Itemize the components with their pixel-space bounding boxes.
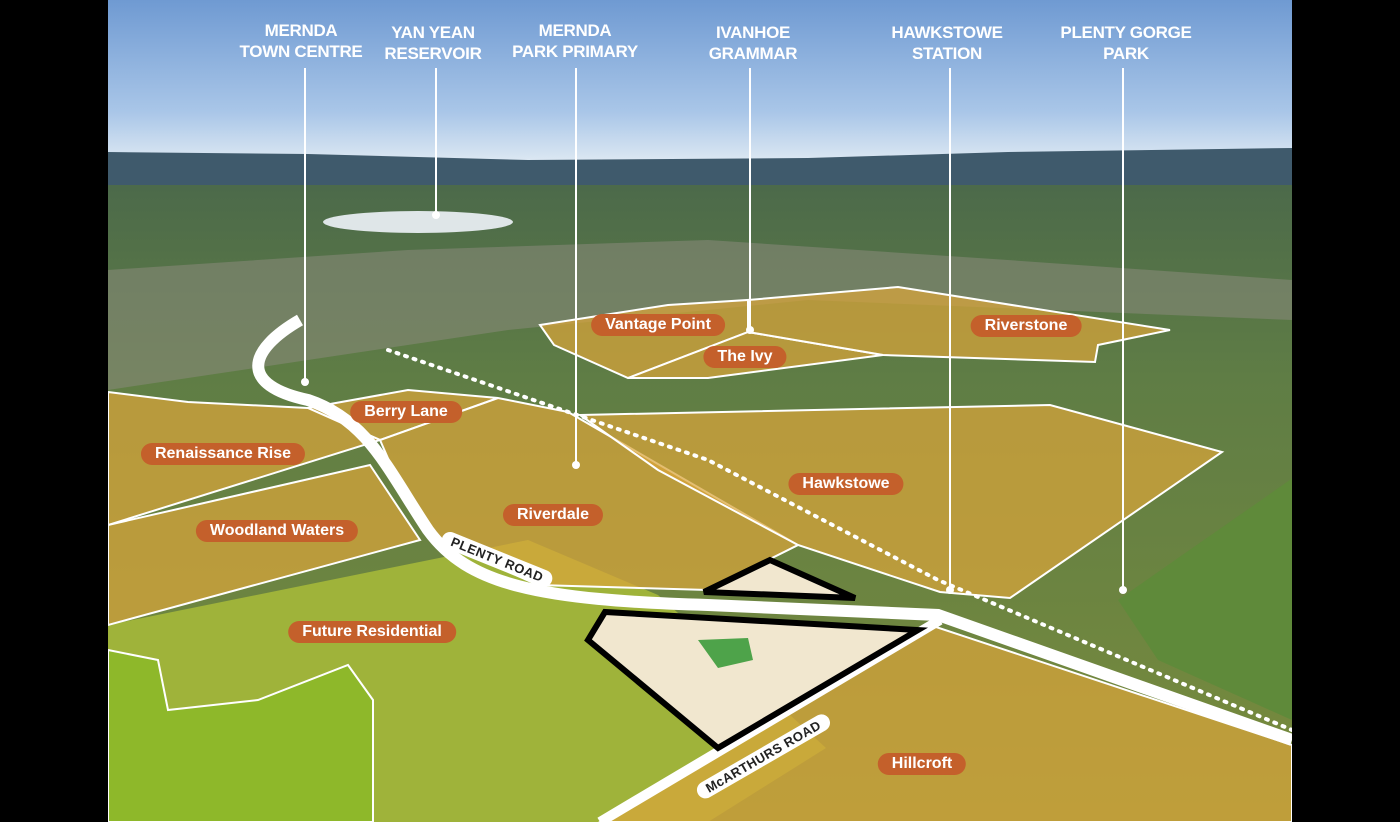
estate-label-berry-lane[interactable]: Berry Lane xyxy=(350,401,462,423)
poi-label: STATION xyxy=(912,44,982,63)
site-plan-main[interactable] xyxy=(584,608,929,752)
estate-label-the-ivy[interactable]: The Ivy xyxy=(703,346,787,368)
poi-label: MERNDA xyxy=(538,21,612,40)
poi-ivanhoe-grammar: IVANHOE GRAMMAR xyxy=(709,22,798,64)
poi-mernda-park-primary: MERNDA PARK PRIMARY xyxy=(512,20,638,62)
callout-dot xyxy=(432,211,440,219)
site-plan-north[interactable] xyxy=(702,556,857,601)
poi-label: HAWKSTOWE xyxy=(891,23,1003,42)
callout-dot xyxy=(301,378,309,386)
estate-label-hillcroft[interactable]: Hillcroft xyxy=(877,753,967,775)
poi-mernda-town-centre: MERNDA TOWN CENTRE xyxy=(240,20,363,62)
reservoir xyxy=(323,211,513,233)
poi-label: MERNDA xyxy=(264,21,338,40)
poi-label: IVANHOE xyxy=(715,23,791,42)
callout-dot xyxy=(1119,586,1127,594)
poi-hawkstowe-station: HAWKSTOWE STATION xyxy=(891,22,1003,64)
park-area xyxy=(108,648,374,822)
estate-woodland-waters xyxy=(108,463,422,627)
suburbs xyxy=(108,240,1292,390)
estate-label-hawkstowe[interactable]: Hawkstowe xyxy=(788,473,904,495)
estate-label-renaissance-rise[interactable]: Renaissance Rise xyxy=(140,443,306,465)
estate-label-riverdale[interactable]: Riverdale xyxy=(502,504,604,526)
map-artwork xyxy=(108,0,1292,822)
callout-dot xyxy=(946,586,954,594)
poi-label: TOWN CENTRE xyxy=(239,42,363,61)
poi-label: RESERVOIR xyxy=(384,44,482,63)
poi-label: GRAMMAR xyxy=(708,44,798,63)
estate-label-woodland-waters[interactable]: Woodland Waters xyxy=(195,520,359,542)
map-canvas: MERNDA TOWN CENTRE YAN YEAN RESERVOIR MERN… xyxy=(108,0,1292,822)
plenty-gorge-green xyxy=(1118,470,1292,720)
poi-plenty-gorge-park: PLENTY GORGE PARK xyxy=(1060,22,1191,64)
estate-label-vantage-point[interactable]: Vantage Point xyxy=(591,314,725,336)
callout-dot xyxy=(572,461,580,469)
poi-yan-yean-reservoir: YAN YEAN RESERVOIR xyxy=(384,22,481,64)
site-plan-park xyxy=(698,638,753,668)
poi-label: YAN YEAN xyxy=(391,23,475,42)
poi-label: PARK PRIMARY xyxy=(512,42,638,61)
poi-label: PLENTY GORGE xyxy=(1060,23,1192,42)
poi-label: PARK xyxy=(1103,44,1149,63)
rail-line xyxy=(386,348,1292,732)
callout-dot xyxy=(746,326,754,334)
plenty-road-line xyxy=(252,314,1292,746)
estate-riverstone xyxy=(747,285,1171,364)
estate-label-riverstone[interactable]: Riverstone xyxy=(970,315,1082,337)
estate-label-future-residential[interactable]: Future Residential xyxy=(288,621,456,643)
